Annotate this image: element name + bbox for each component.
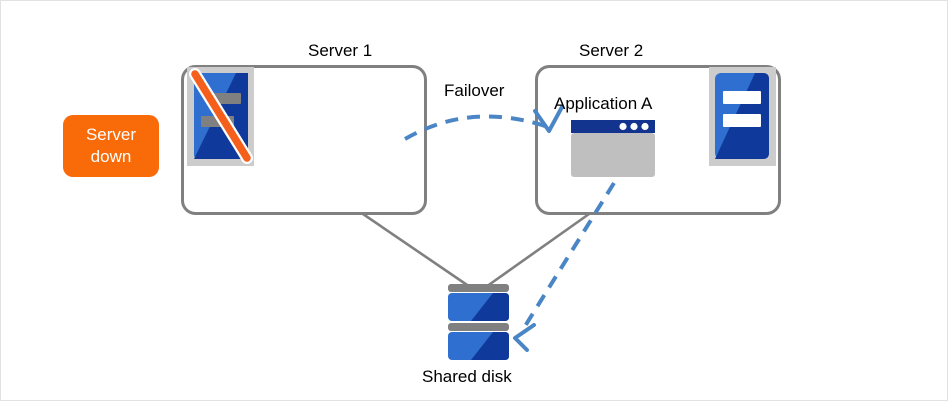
server2-title: Server 2 [579, 41, 644, 60]
server-down-strike [191, 70, 251, 162]
server-icon-up [709, 67, 776, 166]
app-to-disk-arrow [513, 181, 616, 352]
failover-arrow [404, 105, 564, 141]
connector-server2-to-disk [482, 212, 590, 291]
shared-disk-icon [448, 284, 509, 360]
server-down-badge[interactable]: Server down [63, 115, 159, 177]
app-window-icon [571, 120, 655, 177]
server-icon-down [187, 67, 254, 166]
server-down-badge-line1: Server [85, 125, 137, 144]
application-a-label: Application A [554, 94, 653, 113]
server-down-badge-line2: down [90, 147, 132, 166]
failover-label: Failover [444, 81, 505, 100]
connector-server1-to-disk [362, 212, 474, 291]
server1-title: Server 1 [308, 41, 373, 60]
connector-lines [362, 212, 590, 291]
shared-disk-label: Shared disk [422, 367, 512, 386]
